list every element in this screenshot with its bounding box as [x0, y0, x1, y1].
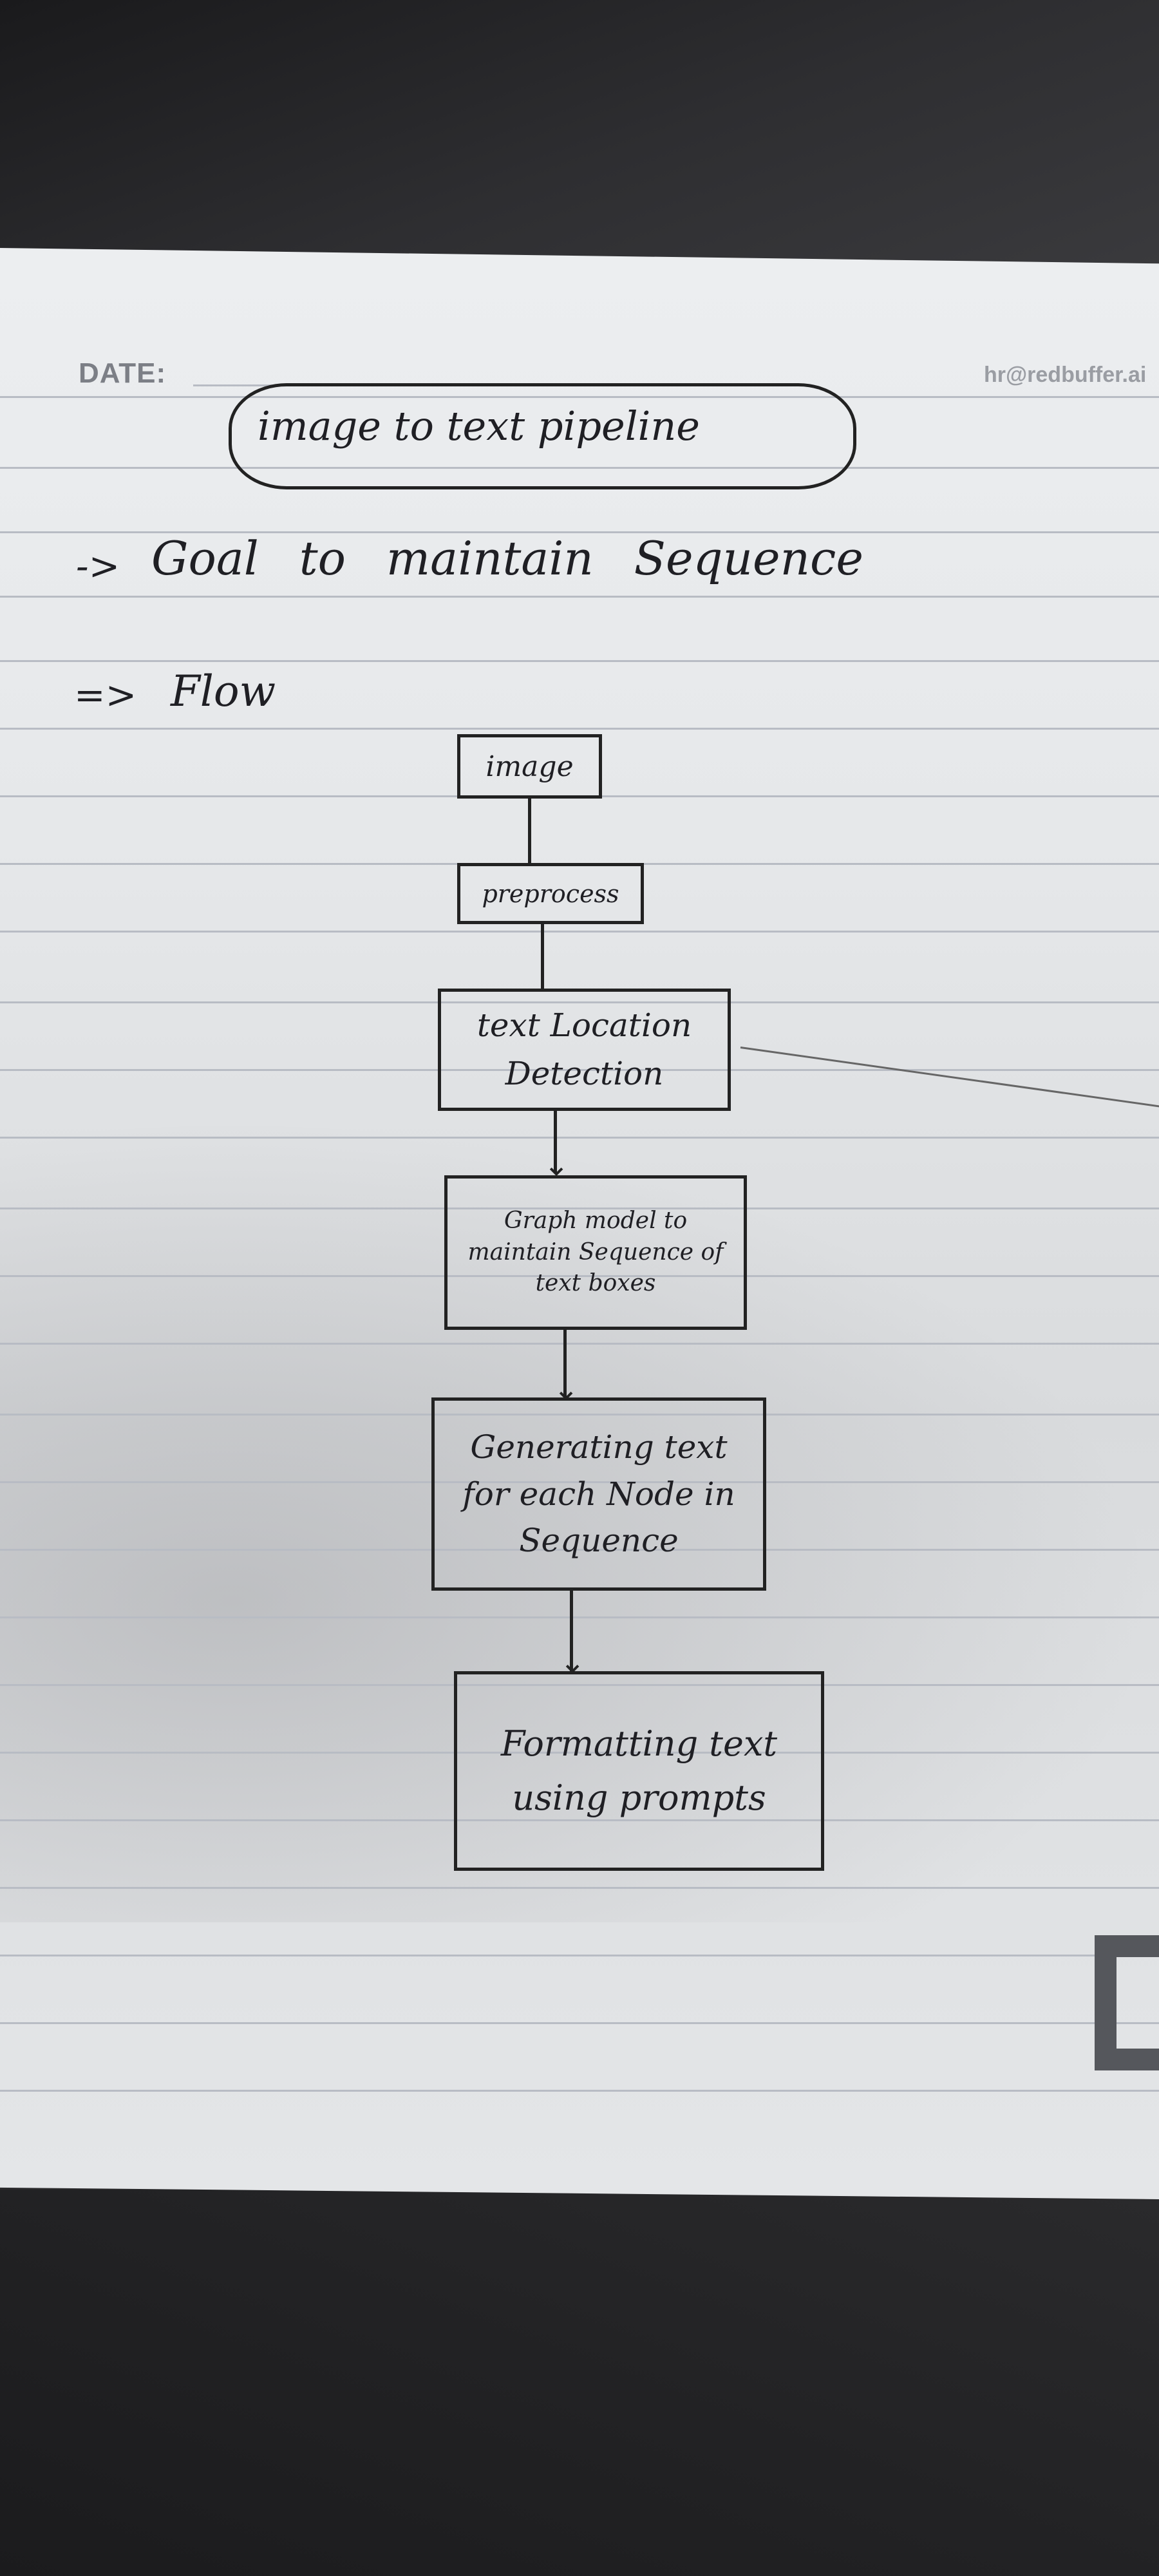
ruled-line: [0, 728, 1159, 730]
ruled-line: [0, 660, 1159, 662]
notebook-page: DATE: hr@redbuffer.ai image to text pipe…: [0, 248, 1159, 2199]
edge-generating-formatting: [570, 1591, 573, 1671]
ruled-line: [0, 531, 1159, 533]
edge-graph-generating: [563, 1330, 567, 1397]
edge-preprocess-detection: [541, 924, 544, 989]
goal-arrow-icon: ->: [76, 544, 120, 588]
ruled-line: [0, 396, 1159, 398]
node-image: image: [457, 734, 602, 799]
ruled-line: [0, 1752, 1159, 1754]
edge-image-preprocess: [528, 799, 531, 863]
node-preprocess: preprocess: [457, 863, 644, 924]
goal-text: Goal to maintain Sequence: [151, 531, 863, 585]
ruled-line: [0, 1481, 1159, 1483]
flow-arrow-icon: =>: [74, 673, 137, 717]
ruled-line: [0, 1001, 1159, 1003]
edge-detection-graph: [554, 1111, 557, 1172]
page-corner-mark: [1095, 1935, 1159, 2070]
page-shadow: [0, 1117, 1159, 1922]
ruled-line: [0, 1414, 1159, 1416]
ruled-line: [0, 1275, 1159, 1277]
background-fabric-bottom: [0, 2190, 1159, 2576]
node-text-location-detection: text Location Detection: [438, 989, 731, 1111]
ruled-line: [0, 1616, 1159, 1618]
ruled-line: [0, 1684, 1159, 1686]
flow-label: Flow: [171, 667, 276, 716]
title-bubble: [229, 383, 856, 489]
stray-pen-line: [740, 1046, 1159, 1108]
node-formatting-text: Formatting text using prompts: [454, 1671, 824, 1871]
ruled-line: [0, 1069, 1159, 1071]
ruled-line: [0, 1955, 1159, 1956]
ruled-line: [0, 1887, 1159, 1889]
background-fabric-top: [0, 0, 1159, 270]
page-title: image to text pipeline: [258, 402, 700, 450]
node-graph-model: Graph model to maintain Sequence of text…: [444, 1175, 747, 1330]
ruled-line: [0, 2022, 1159, 2024]
ruled-line: [0, 467, 1159, 469]
ruled-line: [0, 1137, 1159, 1139]
ruled-line: [0, 2090, 1159, 2092]
ruled-line: [0, 1819, 1159, 1821]
ruled-line: [0, 1343, 1159, 1345]
ruled-line: [0, 1208, 1159, 1209]
ruled-line: [0, 931, 1159, 933]
ruled-line: [0, 596, 1159, 598]
ruled-line: [0, 1549, 1159, 1551]
date-label: DATE:: [79, 357, 167, 389]
header-email: hr@redbuffer.ai: [984, 363, 1147, 387]
node-generating-text: Generating text for each Node in Sequenc…: [431, 1397, 766, 1591]
